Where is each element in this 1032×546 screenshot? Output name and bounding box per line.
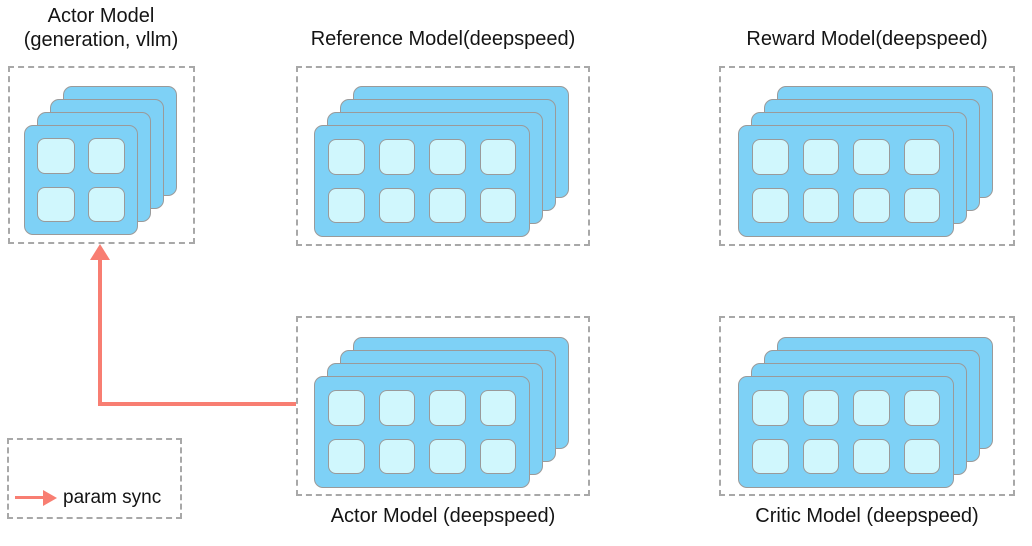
legend-arrow-icon [43,490,57,506]
group-reward-model-box [719,66,1015,246]
gpu-cell [903,187,940,223]
gpu-cell [87,138,125,174]
gpu-cell [328,438,365,474]
gpu-cell [802,139,839,175]
gpu-cell [752,390,789,426]
gpu-cell [853,139,890,175]
gpu-cell [752,139,789,175]
group-reward-model-label: Reward Model(deepspeed) [719,27,1015,51]
param-sync-arrow-horizontal-segment [98,402,296,406]
group-actor-deepspeed-box [296,316,590,496]
gpu-cell [752,438,789,474]
gpu-cell [378,139,415,175]
reward-model-gpu-grid [739,126,953,236]
group-reference-model: Reference Model(deepspeed) [296,0,590,250]
gpu-cell [802,187,839,223]
group-actor-vllm-stack [24,86,177,235]
gpu-cell [37,186,75,222]
gpu-cell [479,187,516,223]
reward-model-replica-card [738,125,954,237]
gpu-cell [802,438,839,474]
group-actor-vllm: Actor Model (generation, vllm) [0,0,206,250]
group-reward-model-stack [738,86,993,237]
gpu-cell [378,187,415,223]
reference-model-gpu-grid [315,126,529,236]
gpu-cell [479,390,516,426]
gpu-cell [328,139,365,175]
actor-deepspeed-gpu-grid [315,377,529,487]
gpu-cell [479,139,516,175]
group-reward-model-label-line1: Reward Model(deepspeed) [746,28,988,50]
gpu-cell [378,438,415,474]
actor-vllm-gpu-grid [25,126,137,234]
param-sync-arrow-head-icon [90,244,110,260]
group-actor-vllm-label-line1: Actor Model [47,5,155,27]
group-actor-deepspeed-label: Actor Model (deepspeed) [296,504,590,528]
gpu-cell [853,187,890,223]
legend-box: param sync [7,438,182,519]
group-actor-deepspeed-label-line1: Actor Model (deepspeed) [330,505,556,527]
actor-vllm-replica-card [24,125,138,235]
gpu-cell [429,139,466,175]
gpu-cell [903,390,940,426]
group-critic-model-box [719,316,1015,496]
gpu-cell [853,438,890,474]
gpu-cell [479,438,516,474]
legend-label: param sync [63,487,162,508]
group-actor-vllm-label: Actor Model (generation, vllm) [0,4,204,52]
gpu-cell [903,438,940,474]
group-critic-model-label: Critic Model (deepspeed) [719,504,1015,528]
gpu-cell [328,390,365,426]
group-reference-model-label-line1: Reference Model(deepspeed) [310,28,576,50]
legend-arrow-line [15,496,44,499]
gpu-cell [429,187,466,223]
critic-model-gpu-grid [739,377,953,487]
reference-model-replica-card [314,125,530,237]
gpu-cell [87,186,125,222]
gpu-cell [37,138,75,174]
param-sync-arrow-vertical-segment [98,258,102,406]
group-critic-model: Critic Model (deepspeed) [719,316,1015,546]
group-actor-deepspeed-stack [314,337,569,488]
gpu-cell [378,390,415,426]
group-critic-model-stack [738,337,993,488]
actor-deepspeed-replica-card [314,376,530,488]
group-reference-model-box [296,66,590,246]
group-reward-model: Reward Model(deepspeed) [719,0,1015,250]
gpu-cell [853,390,890,426]
gpu-cell [752,187,789,223]
gpu-cell [328,187,365,223]
gpu-cell [429,390,466,426]
group-reference-model-stack [314,86,569,237]
group-actor-vllm-box [8,66,195,244]
group-actor-vllm-label-line2: (generation, vllm) [23,29,179,51]
gpu-cell [802,390,839,426]
group-critic-model-label-line1: Critic Model (deepspeed) [755,505,979,527]
group-reference-model-label: Reference Model(deepspeed) [296,27,590,51]
critic-model-replica-card [738,376,954,488]
gpu-cell [429,438,466,474]
gpu-cell [903,139,940,175]
group-actor-deepspeed: Actor Model (deepspeed) [296,316,590,546]
